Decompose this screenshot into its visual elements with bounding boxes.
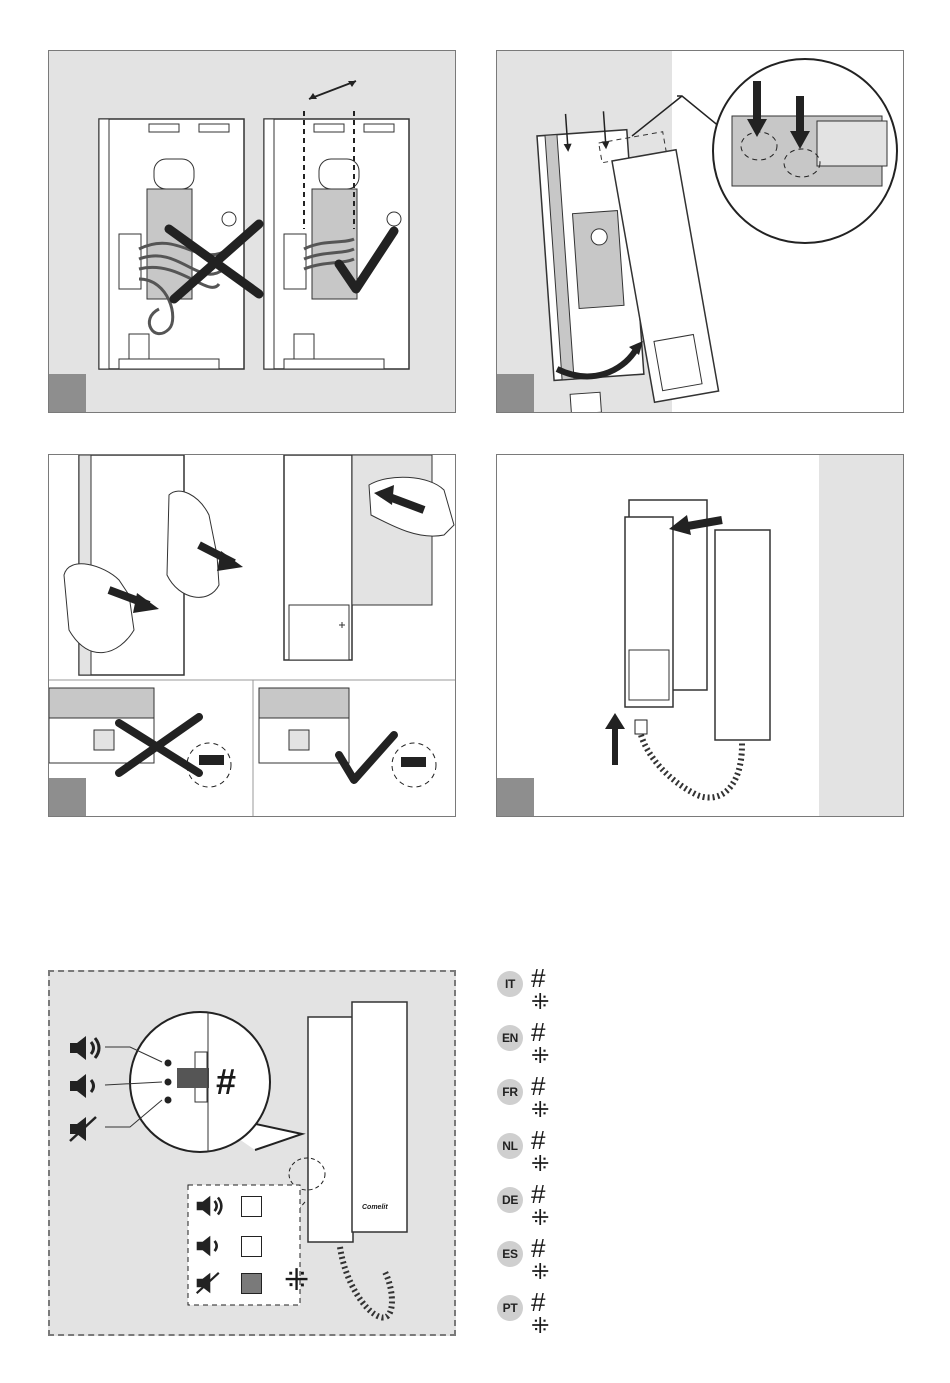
hash-symbol: # bbox=[531, 1181, 545, 1207]
handset-brand-label: Comelit bbox=[362, 1204, 388, 1211]
language-badge: EN bbox=[497, 1025, 523, 1051]
step-marker bbox=[49, 374, 86, 412]
hash-symbol: # bbox=[531, 965, 545, 991]
privacy-symbol: ⁜ bbox=[531, 1153, 549, 1175]
hand-icon bbox=[167, 491, 219, 597]
language-badge: ES bbox=[497, 1241, 523, 1267]
panel-closing bbox=[48, 454, 456, 817]
language-badge: DE bbox=[497, 1187, 523, 1213]
switch-hash-symbol: # bbox=[216, 1064, 236, 1100]
legend-checkbox-mute bbox=[241, 1273, 262, 1294]
step-marker bbox=[49, 778, 86, 816]
language-badge: IT bbox=[497, 971, 523, 997]
hash-symbol: # bbox=[531, 1127, 545, 1153]
panel-volume: # ⁜ Comelit bbox=[48, 970, 456, 1336]
hash-symbol: # bbox=[531, 1289, 545, 1315]
legend-checkbox-loud bbox=[241, 1196, 262, 1217]
privacy-symbol: ⁜ bbox=[531, 1261, 549, 1283]
language-badge: FR bbox=[497, 1079, 523, 1105]
panel-wiring bbox=[48, 50, 456, 413]
language-badge: NL bbox=[497, 1133, 523, 1159]
closing-illustration bbox=[49, 455, 456, 817]
step-marker bbox=[497, 374, 534, 412]
legend-speaker-mute-icon bbox=[195, 1271, 229, 1295]
legend-checkbox-low bbox=[241, 1236, 262, 1257]
back-plate-correct bbox=[264, 81, 409, 369]
panel-handset bbox=[496, 454, 904, 817]
back-plate-wrong bbox=[99, 119, 259, 369]
privacy-symbol: ⁜ bbox=[531, 991, 549, 1013]
step-marker bbox=[497, 778, 534, 816]
panel-mounting bbox=[496, 50, 904, 413]
legend-speaker-low-icon bbox=[195, 1234, 229, 1258]
privacy-symbol: ⁜ bbox=[531, 1207, 549, 1229]
wiring-illustration bbox=[49, 51, 456, 413]
privacy-symbol: ⁜ bbox=[531, 1045, 549, 1067]
handset-illustration bbox=[497, 455, 904, 817]
speaker-low-icon bbox=[68, 1072, 108, 1100]
hash-symbol: # bbox=[531, 1073, 545, 1099]
hash-symbol: # bbox=[531, 1019, 545, 1045]
speaker-loud-icon bbox=[68, 1034, 108, 1062]
privacy-symbol: ⁜ bbox=[531, 1315, 549, 1337]
mounting-illustration bbox=[497, 51, 904, 413]
language-badge: PT bbox=[497, 1295, 523, 1321]
privacy-symbol: ⁜ bbox=[531, 1099, 549, 1121]
hash-symbol: # bbox=[531, 1235, 545, 1261]
legend-speaker-loud-icon bbox=[195, 1194, 229, 1218]
privacy-symbol: ⁜ bbox=[284, 1266, 309, 1296]
speaker-mute-icon bbox=[68, 1115, 108, 1143]
